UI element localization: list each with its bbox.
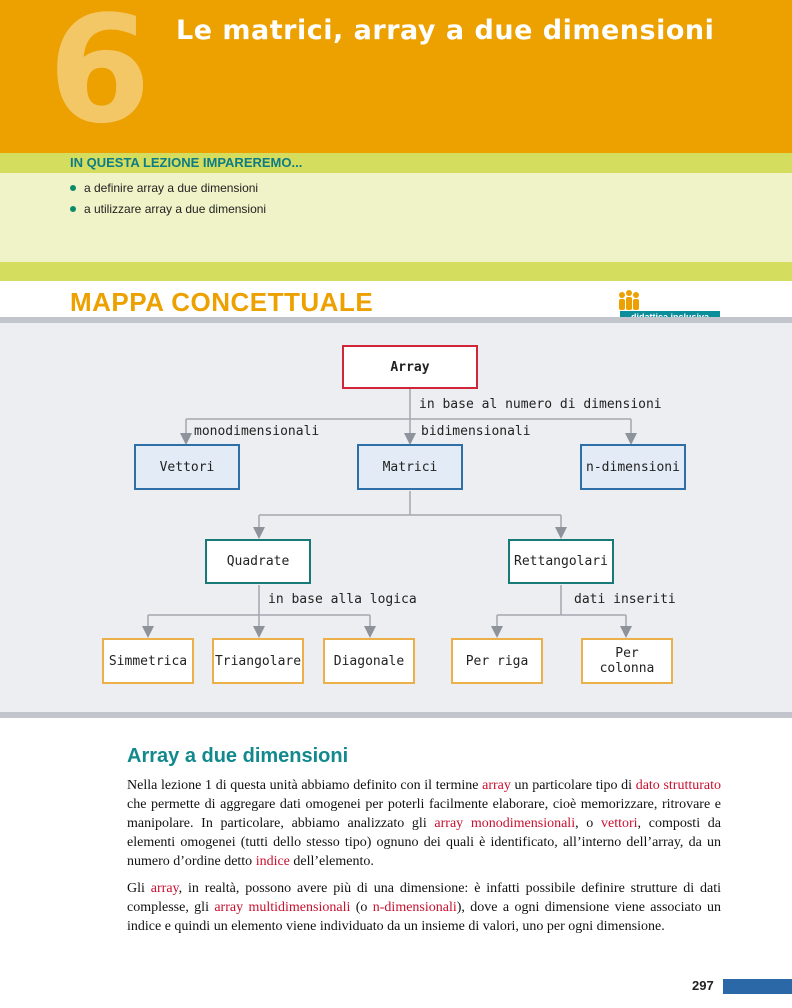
keyword: n-dimensionali — [372, 900, 457, 915]
text-run: , in realtà, possono avere più di una di… — [127, 881, 721, 915]
keyword: array monodimensionali — [434, 816, 576, 831]
node-diagonale: Diagonale — [323, 638, 415, 684]
node-array: Array — [342, 345, 478, 389]
objectives-heading: IN QUESTA LEZIONE IMPAREREMO... — [70, 155, 303, 170]
text-run: ), dove a ogni dimensione viene associat… — [127, 900, 721, 934]
label-numero-dimensioni: in base al numero di dimensioni — [419, 397, 662, 412]
page-number-bar — [723, 979, 792, 994]
bullet-icon — [70, 184, 76, 191]
inclusive-people-icon — [619, 290, 639, 310]
label-bidimensionali: bidimensionali — [421, 424, 531, 439]
objectives-bar — [0, 153, 792, 173]
label-in-base-alla-logica: in base alla logica — [268, 592, 417, 607]
keyword: array — [150, 881, 179, 896]
text-run: , o — [575, 816, 601, 831]
lesson-header — [0, 0, 792, 153]
objectives-bottom-bar — [0, 262, 792, 281]
node-per-riga: Per riga — [451, 638, 543, 684]
node-per-colonna: Per colonna — [581, 638, 673, 684]
text-run: un particolare tipo di — [510, 778, 636, 793]
map-bottom-rule — [0, 712, 792, 718]
keyword: array — [482, 778, 511, 793]
map-top-rule — [0, 317, 792, 323]
objective-item: a definire array a due dimensioni — [70, 181, 258, 195]
label-monodimensionali: monodimensionali — [194, 424, 320, 439]
objective-item: a utilizzare array a due dimensioni — [70, 202, 266, 216]
node-matrici: Matrici — [357, 444, 463, 490]
node-n-dimensioni: n-dimensioni — [580, 444, 686, 490]
node-triangolare: Triangolare — [212, 638, 304, 684]
node-simmetrica: Simmetrica — [102, 638, 194, 684]
section-title: Array a due dimensioni — [127, 745, 349, 767]
keyword: array multidimensionali — [214, 900, 351, 915]
text-run: che permette di aggregare dati omogenei … — [127, 797, 721, 831]
text-run: Gli — [127, 881, 151, 896]
node-quadrate: Quadrate — [205, 539, 311, 584]
label-dati-inseriti: dati inseriti — [574, 592, 676, 607]
keyword: indice — [255, 854, 290, 869]
keyword: vettori — [601, 816, 638, 831]
concept-map-connectors — [142, 389, 637, 638]
node-rettangolari: Rettangolari — [508, 539, 614, 584]
page-number: 297 — [692, 978, 714, 993]
concept-map-heading: MAPPA CONCETTUALE — [70, 287, 374, 317]
text-run: Nella lezione 1 di questa unità abbiamo … — [127, 778, 483, 793]
keyword: dato strutturato — [635, 778, 721, 793]
paragraph-1: Nella lezione 1 di questa unità abbiamo … — [127, 776, 721, 871]
lesson-number: 6 — [48, 0, 151, 156]
node-vettori: Vettori — [134, 444, 240, 490]
paragraph-2: Gli array, in realtà, possono avere più … — [127, 879, 721, 936]
objectives-panel — [0, 173, 792, 262]
text-run: (o — [350, 900, 373, 915]
text-run: , composti da elementi omogenei (tutti d… — [127, 816, 721, 869]
lesson-title: Le matrici, array a due dimensioni — [176, 15, 715, 46]
bullet-icon — [70, 205, 76, 212]
text-run: dell’elemento. — [289, 854, 374, 869]
